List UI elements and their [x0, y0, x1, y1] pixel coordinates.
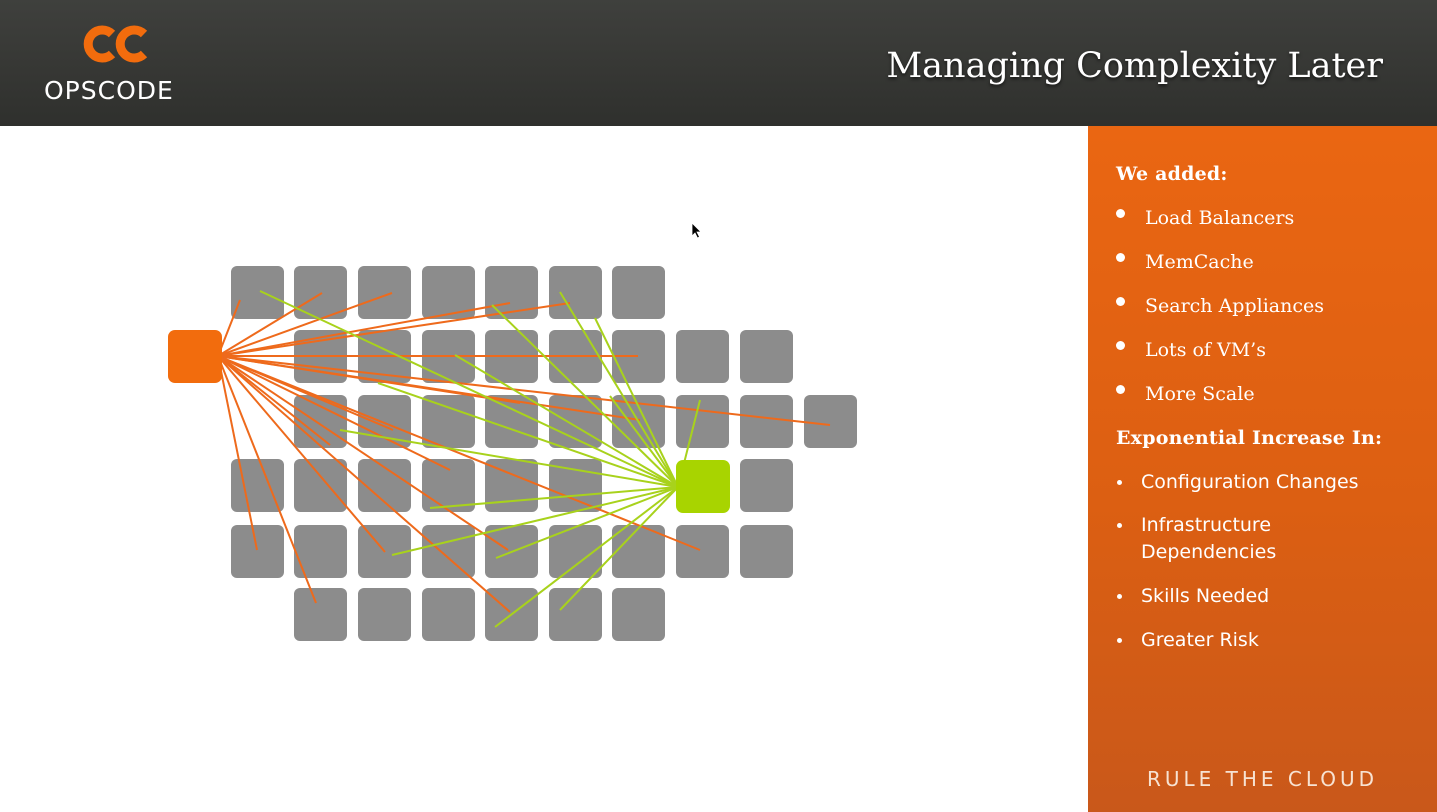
server-node: [676, 330, 729, 383]
green-link-line: [339, 429, 679, 488]
server-node: [422, 459, 475, 512]
orange-link-line: [217, 355, 331, 446]
bullet-icon: [1116, 385, 1125, 394]
orange-link-line: [217, 355, 511, 613]
orange-link-line: [217, 355, 386, 553]
server-node: [676, 395, 729, 448]
opscode-logo-mark-icon: [83, 25, 148, 63]
server-node: [612, 588, 665, 641]
server-node: [612, 266, 665, 319]
server-node: [676, 525, 729, 578]
bullet-icon: [1116, 253, 1125, 262]
slide-title: Managing Complexity Later: [886, 46, 1383, 86]
increase-item: Infrastructure Dependencies: [1141, 514, 1277, 563]
server-node: [422, 395, 475, 448]
server-node: [612, 330, 665, 383]
tagline: RULE THE CLOUD: [1146, 767, 1379, 791]
header-bar: OPSCODE Managing Complexity Later: [0, 0, 1437, 126]
orange-link-line: [217, 355, 317, 604]
server-node: [294, 588, 347, 641]
green-link-line: [594, 317, 679, 488]
green-link-line: [491, 304, 679, 488]
server-node: [740, 525, 793, 578]
logo-text: OPSCODE: [44, 76, 174, 105]
sidebar-panel: We added: Load Balancers MemCache Search…: [1088, 126, 1437, 812]
green-link-line: [429, 486, 679, 509]
green-link-line: [259, 290, 679, 488]
green-hub-node: [676, 460, 730, 513]
bullet-icon: [1117, 638, 1122, 643]
orange-link-line: [217, 355, 451, 471]
orange-link-line: [217, 292, 393, 357]
orange-link-line: [217, 302, 571, 357]
server-node: [549, 588, 602, 641]
added-item: Search Appliances: [1145, 295, 1324, 317]
server-node: [358, 588, 411, 641]
server-node: [612, 525, 665, 578]
server-node: [422, 266, 475, 319]
added-item: Lots of VM’s: [1145, 339, 1266, 361]
orange-link-line: [217, 355, 641, 421]
green-link-line: [559, 291, 679, 488]
orange-connection-lines: [217, 292, 831, 613]
mouse-pointer-icon: [691, 222, 702, 239]
orange-link-line: [217, 355, 509, 551]
server-node: [231, 459, 284, 512]
bullet-icon: [1116, 341, 1125, 350]
increase-item: Skills Needed: [1141, 585, 1270, 607]
network-diagram: [168, 266, 857, 641]
orange-hub-node: [168, 330, 222, 383]
orange-link-line: [217, 355, 258, 551]
orange-link-line: [217, 302, 511, 357]
exponential-heading: Exponential Increase In:: [1116, 427, 1383, 449]
orange-link-line: [217, 355, 701, 551]
server-node: [294, 266, 347, 319]
added-item: More Scale: [1145, 383, 1255, 405]
server-node: [549, 525, 602, 578]
server-node: [294, 525, 347, 578]
server-node: [294, 459, 347, 512]
green-link-line: [377, 382, 679, 488]
server-node: [422, 588, 475, 641]
server-node: [231, 525, 284, 578]
green-link-line: [494, 486, 679, 628]
server-node: [549, 266, 602, 319]
increase-item: Greater Risk: [1141, 629, 1259, 651]
opscode-logo: OPSCODE: [44, 24, 194, 105]
server-node: [485, 459, 538, 512]
green-link-line: [609, 395, 679, 488]
bullet-icon: [1117, 594, 1122, 599]
we-added-heading: We added:: [1116, 163, 1228, 185]
increase-item: Configuration Changes: [1141, 471, 1359, 493]
server-node: [358, 459, 411, 512]
added-item: MemCache: [1145, 251, 1254, 273]
server-node: [804, 395, 857, 448]
server-node: [231, 266, 284, 319]
server-node: [740, 330, 793, 383]
green-connection-lines: [259, 290, 701, 628]
server-node: [358, 266, 411, 319]
bullet-icon: [1116, 209, 1125, 218]
bullet-icon: [1116, 297, 1125, 306]
green-link-line: [391, 486, 679, 556]
orange-link-line: [217, 292, 323, 357]
server-node: [549, 395, 602, 448]
green-link-line: [495, 486, 679, 559]
added-item: Load Balancers: [1145, 207, 1295, 229]
server-node: [422, 525, 475, 578]
server-node: [740, 395, 793, 448]
server-node: [740, 459, 793, 512]
green-link-line: [454, 354, 679, 488]
green-link-line: [559, 486, 679, 611]
bullet-icon: [1117, 523, 1122, 528]
orange-link-line: [217, 355, 831, 426]
bullet-icon: [1117, 480, 1122, 485]
